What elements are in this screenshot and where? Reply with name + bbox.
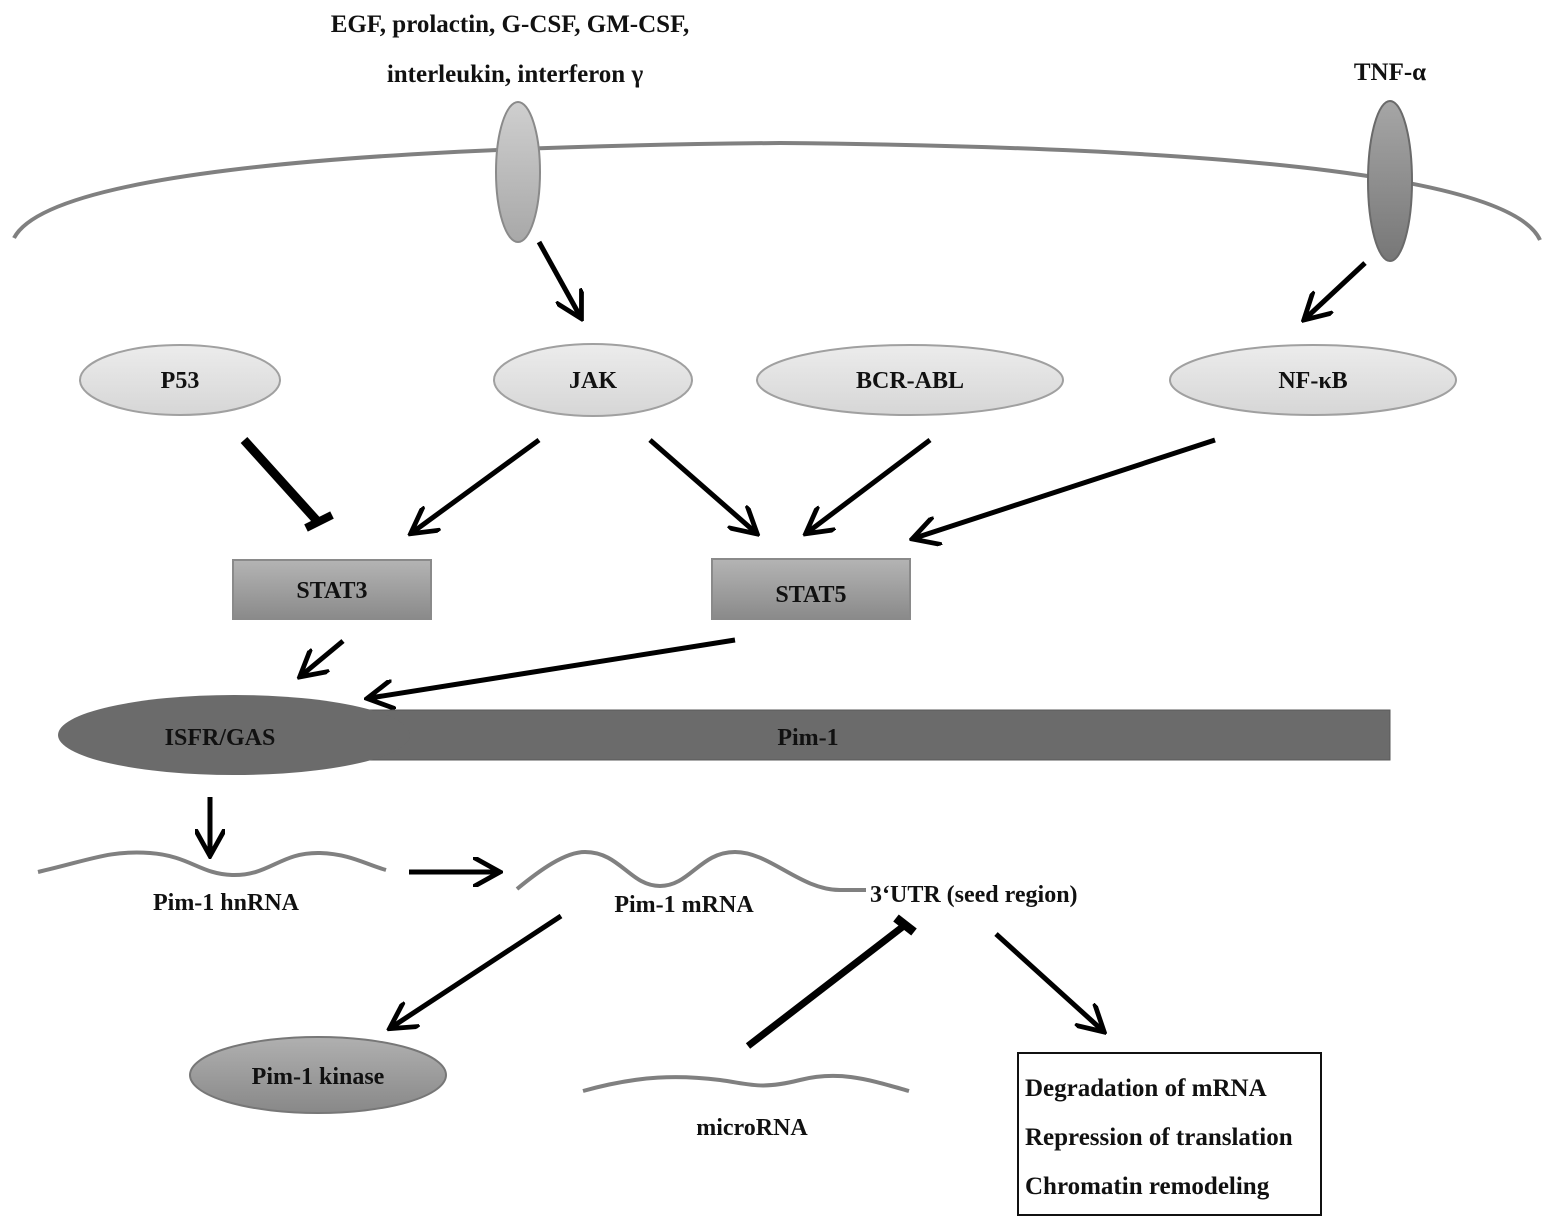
isfr-gas-promoter [58, 695, 410, 775]
arrow-stat5-to-promoter [370, 637, 736, 698]
mrna-strand [515, 849, 866, 892]
node-stat5: STAT5 [711, 558, 911, 620]
node-pim1-kinase: Pim-1 kinase [189, 1036, 447, 1114]
mrna-label: Pim-1 mRNA [614, 892, 754, 918]
microrna-label: microRNA [696, 1115, 808, 1141]
arrow-tnfr-to-nfkb [1306, 261, 1367, 318]
microrna-effects-box: Degradation of mRNA Repression of transl… [1017, 1052, 1322, 1216]
tnf-receptor [1367, 100, 1413, 262]
arrow-jak-to-stat3 [413, 437, 541, 532]
promoter-label: ISFR/GAS [165, 725, 276, 751]
inhibit-microrna-utr-bar [893, 914, 917, 936]
arrow-stat3-to-promoter [302, 639, 345, 675]
node-label: STAT5 [775, 582, 846, 608]
effect-item: Degradation of mRNA [1025, 1075, 1267, 1102]
effect-item: Repression of translation [1025, 1124, 1293, 1151]
node-label: BCR-ABL [856, 368, 964, 394]
node-nf-kb: NF-κB [1169, 344, 1457, 416]
node-stat3: STAT3 [232, 559, 432, 620]
pim1-gene-bar [329, 709, 1391, 761]
hnrna-label: Pim-1 hnRNA [153, 890, 300, 916]
cell-membrane [12, 140, 1542, 241]
microrna-strand [582, 1073, 910, 1093]
inhibit-p53-stat3-shaft [240, 436, 322, 526]
inhibition-arrows [240, 436, 917, 1049]
arrow-receptor-to-jak [536, 240, 580, 316]
node-label: JAK [569, 368, 617, 394]
hnrna-strand [37, 850, 387, 878]
node-p53: P53 [79, 344, 281, 416]
cytokine-receptor [495, 101, 541, 243]
node-label: Pim-1 kinase [252, 1064, 385, 1090]
arrow-utr-to-effects [994, 932, 1102, 1030]
node-bcr-abl: BCR-ABL [756, 344, 1064, 416]
node-label: STAT3 [296, 578, 367, 604]
arrow-bcrabl-to-stat5 [808, 438, 932, 532]
gene-label: Pim-1 [777, 725, 838, 751]
ligand-label-line2: interleukin, interferon γ [387, 61, 644, 88]
inhibit-microrna-utr-shaft [745, 922, 908, 1049]
arrow-jak-to-stat5 [648, 438, 755, 532]
tnf-alpha-label: TNF-α [1354, 59, 1426, 86]
node-label: P53 [161, 368, 200, 394]
node-jak: JAK [493, 343, 693, 417]
ligand-label-line1: EGF, prolactin, G-CSF, GM-CSF, [331, 11, 690, 38]
arrow-mrna-to-kinase [392, 913, 563, 1027]
arrow-nfkb-to-stat5 [915, 437, 1216, 538]
utr-label: 3‘UTR (seed region) [870, 882, 1078, 908]
inhibit-p53-stat3-bar [304, 511, 334, 532]
effect-item: Chromatin remodeling [1025, 1173, 1270, 1200]
node-label: NF-κB [1278, 368, 1347, 394]
activation-arrows [210, 240, 1367, 1030]
